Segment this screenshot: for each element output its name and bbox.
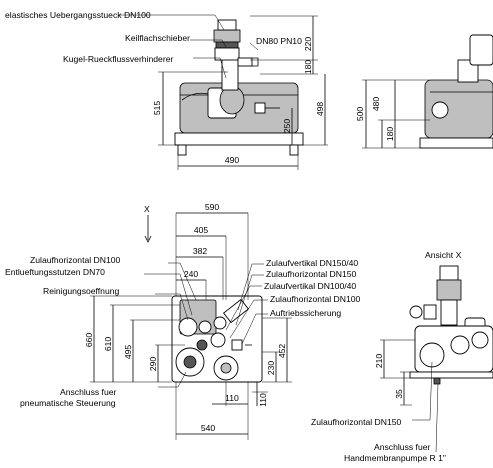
label-cleaning-opening: Reinigungsoeffnung [43,286,120,296]
label-hand-pump-line2: Handmembranpumpe R 1" [344,453,446,463]
dim-495: 495 [123,345,133,360]
dim-498: 498 [315,102,325,117]
dim-210: 210 [374,354,384,369]
dim-180-top: 180 [303,60,313,75]
dim-540: 540 [201,423,216,433]
dim-110-vertical: 110 [258,393,268,407]
dim-452: 452 [277,344,287,359]
label-view-x: Ansicht X [425,250,462,260]
label-inlet-h-dn100-b: Zulaufhorizontal DN100 [270,294,361,304]
dim-110-horizontal: 110 [225,393,239,403]
label-pneumatic-line2: pneumatische Steuerung [20,398,116,408]
view-x [380,265,493,453]
plan-view [90,212,292,440]
label-vent-dn70: Entlueftungsstutzen DN70 [5,267,105,277]
dim-405: 405 [194,225,209,235]
label-inlet-v-dn100-40: Zulaufvertikal DN100/40 [264,281,356,291]
dim-240: 240 [184,269,199,279]
dim-382: 382 [193,246,208,256]
label-ball-check-valve: Kugel-Rueckflussverhinderer [63,54,173,64]
dim-35: 35 [394,389,404,399]
label-transition-piece: elastisches Uebergangsstueck DN100 [5,10,151,20]
view-x-marker: X [144,204,150,214]
dim-490: 490 [225,155,240,165]
label-buoyancy-lock: Auftriebssicherung [270,308,341,318]
dim-610: 610 [103,337,113,352]
dim-480: 480 [371,97,381,112]
dim-250: 250 [282,119,292,134]
dim-500: 500 [355,107,365,122]
label-inlet-h-dn100: Zulaufhorizontal DN100 [30,255,121,265]
label-inlet-v-dn150-40: Zulaufvertikal DN150/40 [266,258,358,268]
label-pneumatic-line1: Anschluss fuer [60,387,117,397]
front-view [118,14,328,170]
side-view [362,34,493,149]
label-dn80-pn10: DN80 PN10 [256,36,302,46]
label-gate-valve: Keilflachschieber [125,33,190,43]
dim-220: 220 [303,37,313,52]
label-hand-pump-line1: Anschluss fuer [374,442,431,452]
dim-590: 590 [205,202,220,212]
dim-660: 660 [84,333,94,348]
label-inlet-h-dn150: Zulaufhorizontal DN150 [266,269,357,279]
dim-290: 290 [148,357,158,372]
label-inlet-h-dn150-b: Zulaufhorizontal DN150 [311,417,402,427]
dim-515: 515 [152,101,162,116]
dim-180-side: 180 [385,127,395,142]
dim-230: 230 [266,361,276,376]
